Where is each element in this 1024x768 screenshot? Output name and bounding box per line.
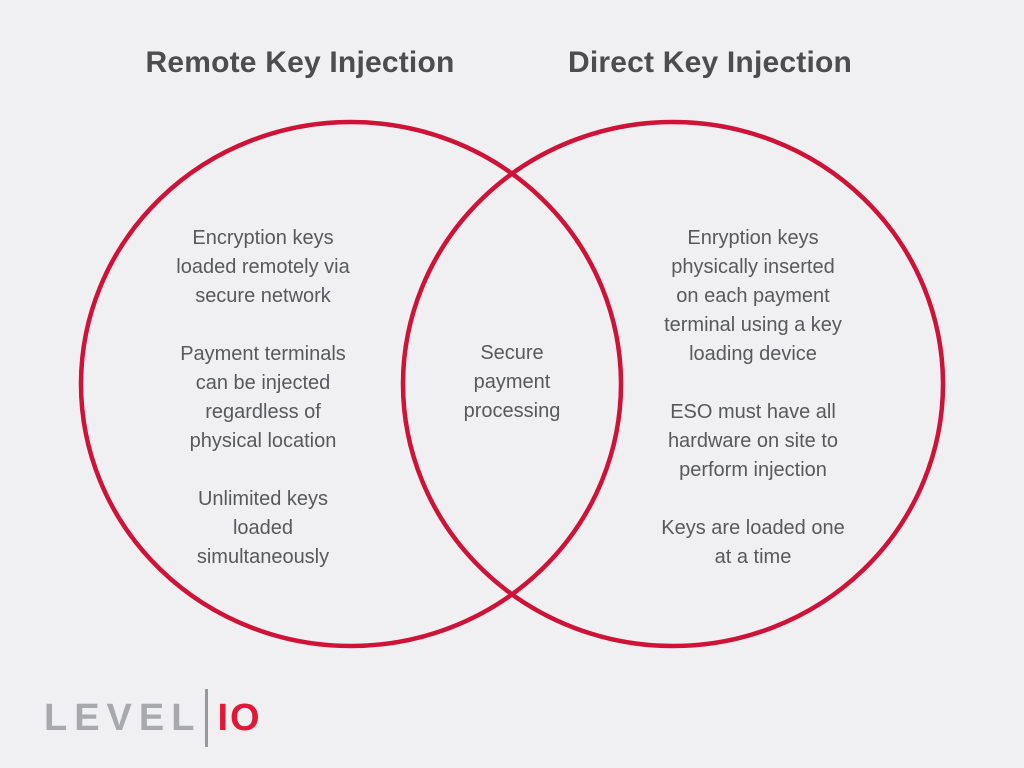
left-circle-item: Encryption keys loaded remotely via secu… [176,227,350,307]
left-circle-text-block: Encryption keys loaded remotely via secu… [143,224,383,572]
left-circle-item: Unlimited keys loaded simultaneously [196,488,330,568]
right-circle-text-block: Enryption keys physically inserted on ea… [633,224,873,572]
right-circle-item: Keys are loaded one at a time [661,517,845,568]
logo-level-text: LEVEL [44,696,202,739]
level-io-logo: LEVEL IO [44,689,262,747]
right-circle-item: ESO must have all hardware on site to pe… [667,401,839,481]
overlap-text-block: Secure payment processing [432,339,592,426]
logo-divider-bar [205,689,209,747]
left-circle-title: Remote Key Injection [145,46,455,79]
right-circle [400,119,946,649]
logo-io-text: IO [217,696,262,739]
left-circle-item: Payment terminals can be injected regard… [180,343,346,452]
right-circle-title: Direct Key Injection [567,46,853,79]
right-circle-item: Enryption keys physically inserted on ea… [664,227,842,365]
left-circle [78,119,624,649]
overlap-item: Secure payment processing [463,342,561,422]
